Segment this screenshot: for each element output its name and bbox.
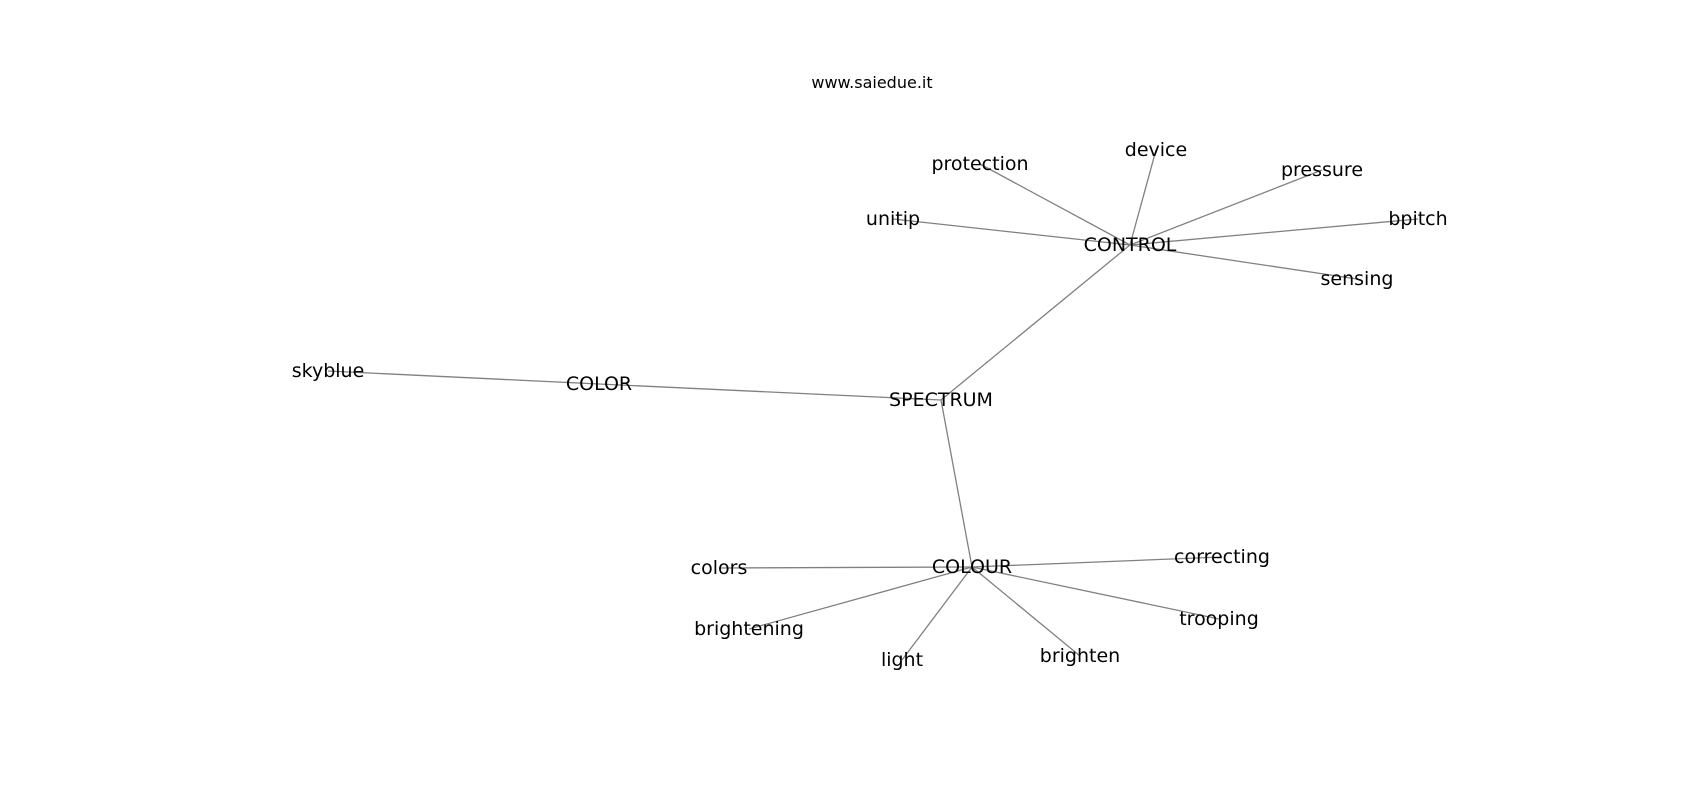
edge-colour-trooping	[971, 566, 1220, 620]
edge-colour-correcting	[971, 556, 1223, 568]
edge-colour-colors	[718, 566, 973, 569]
node-label-unitip: unitip	[866, 208, 920, 230]
node-label-device: device	[1125, 139, 1187, 161]
edges-layer	[327, 149, 1419, 661]
node-label-brightening: brightening	[694, 618, 804, 640]
edge-control-unitip	[892, 218, 1131, 246]
edge-control-pressure	[1129, 169, 1323, 246]
site-watermark: www.saiedue.it	[811, 73, 932, 92]
edge-colour-light	[901, 566, 973, 661]
edge-spectrum-colour	[940, 399, 973, 568]
edge-control-bpitch	[1129, 218, 1419, 246]
node-label-colors: colors	[691, 557, 748, 579]
node-label-colour: COLOUR	[932, 556, 1012, 578]
node-label-protection: protection	[931, 153, 1028, 175]
edge-colour-brightening	[748, 566, 973, 630]
node-label-spectrum: SPECTRUM	[889, 389, 993, 411]
edge-control-protection	[979, 163, 1131, 246]
edge-spectrum-color	[598, 383, 942, 401]
node-label-color: COLOR	[566, 373, 632, 395]
edge-control-device	[1129, 149, 1157, 246]
edge-control-sensing	[1129, 244, 1358, 280]
node-label-pressure: pressure	[1281, 159, 1363, 181]
node-label-trooping: trooping	[1179, 608, 1259, 630]
edge-spectrum-control	[940, 244, 1131, 401]
node-label-brighten: brighten	[1040, 645, 1120, 667]
node-label-sensing: sensing	[1321, 268, 1394, 290]
edge-color-skyblue	[327, 370, 600, 385]
node-label-bpitch: bpitch	[1388, 208, 1447, 230]
edge-colour-brighten	[971, 566, 1081, 657]
node-label-light: light	[881, 649, 923, 671]
node-label-correcting: correcting	[1174, 546, 1270, 568]
labels-layer: SPECTRUM COLOR skyblue CONTROL protection dev…	[292, 139, 1448, 671]
node-label-skyblue: skyblue	[292, 360, 365, 382]
node-label-control: CONTROL	[1084, 234, 1177, 256]
